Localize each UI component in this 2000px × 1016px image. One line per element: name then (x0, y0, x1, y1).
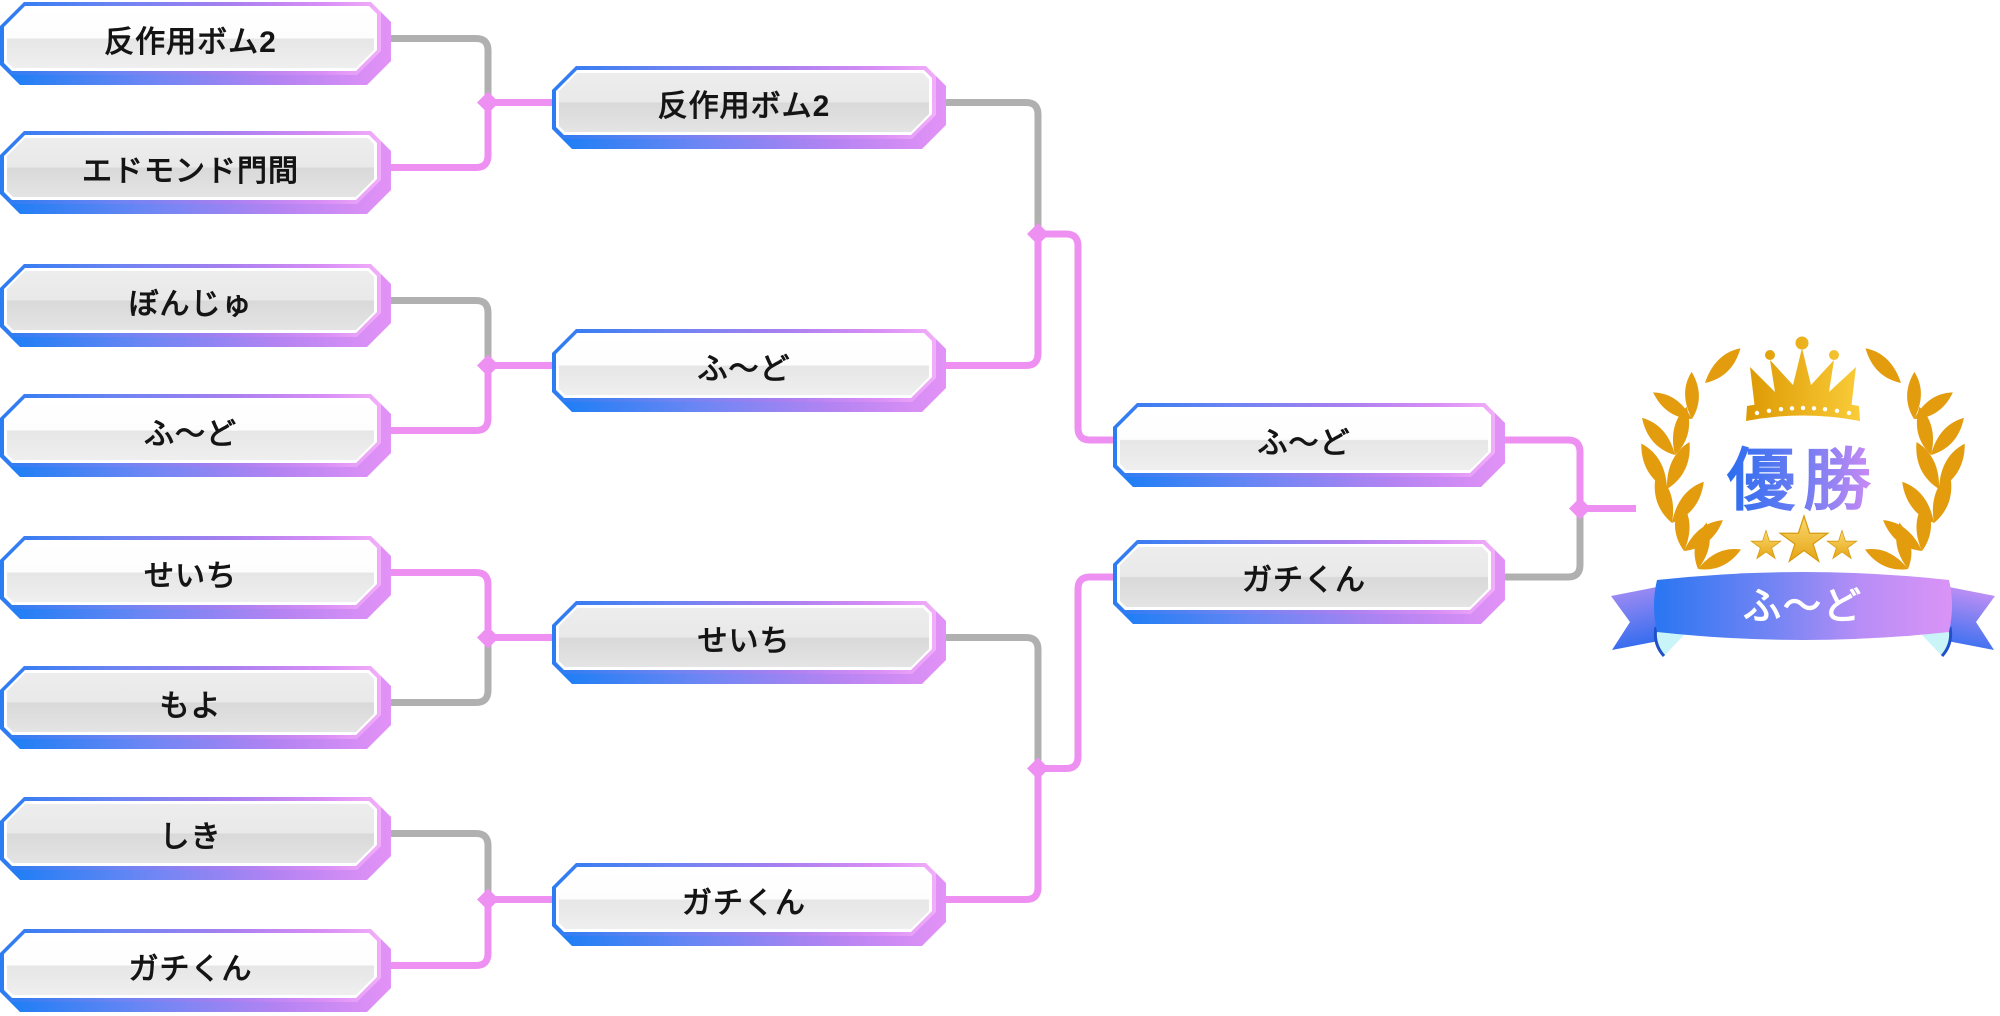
player-name: せいち (697, 624, 791, 658)
player-name: ふ〜ど (697, 352, 791, 386)
player-box-round1-4: ふ〜ど (0, 394, 381, 467)
player-box-round1-2: エドモンド門間 (0, 131, 381, 204)
player-box-round1-6: もよ (0, 666, 381, 739)
box-fill (559, 336, 929, 395)
box-fill (559, 608, 929, 667)
match3-winner-line (378, 569, 492, 638)
junction-node-icon (1027, 757, 1049, 780)
match1-loser-line (378, 35, 492, 103)
player-box-round1-5: せいち (0, 536, 381, 609)
box-fill (1120, 410, 1488, 470)
champion-badge: 優勝 ふ〜ど (1611, 336, 1995, 658)
player-box-round2-4: ガチくん (552, 863, 936, 936)
match3-loser-line (378, 637, 492, 706)
player-name: ガチくん (682, 886, 806, 920)
laurel-right-icon (1865, 341, 1965, 582)
winner-ribbon: ふ〜ど (1611, 572, 1995, 658)
player-box-round1-7: しき (0, 797, 381, 870)
junction-node-icon (477, 888, 499, 911)
player-box-round2-3: せいち (552, 601, 936, 674)
player-name: せいち (144, 559, 237, 593)
match2-loser-line (378, 297, 492, 366)
ribbon-fold-left-curl (1653, 626, 1666, 658)
match4-winner-line (378, 899, 492, 969)
player-name: エドモンド門間 (82, 154, 299, 188)
final-winner-line (1492, 436, 1584, 509)
player-name: もよ (159, 689, 222, 723)
ribbon-fold-left (1655, 627, 1684, 656)
box-fill (7, 804, 374, 863)
box-fill (7, 271, 374, 330)
player-name: 反作用ボム2 (657, 89, 831, 123)
junction-node-icon (477, 354, 499, 377)
match1-winner-line (378, 102, 492, 171)
player-box-round2-2: ふ〜ど (552, 329, 936, 402)
box-fill (7, 138, 374, 197)
box-fill (559, 73, 929, 132)
ribbon-fold-right-curl (1940, 626, 1953, 658)
semifinal2-loser-line (932, 634, 1042, 769)
junction-nodes (477, 91, 1591, 911)
semifinal2-advance-line (1038, 573, 1117, 772)
player-name: ガチくん (1242, 564, 1366, 597)
box-fill (1120, 547, 1488, 607)
player-box-round1-3: ぼんじゅ (0, 264, 381, 337)
box-fill (559, 870, 929, 929)
match2-winner-line (378, 365, 492, 434)
winner-name: ふ〜ど (1743, 586, 1863, 628)
player-box-final-1: ふ〜ど (1113, 403, 1495, 477)
ribbon-fold-right (1922, 627, 1951, 656)
player-box-round2-1: 反作用ボム2 (552, 66, 936, 139)
player-name: ぼんじゅ (128, 287, 253, 321)
box-fill (7, 936, 374, 995)
box-fill (7, 673, 374, 732)
player-name: ガチくん (128, 952, 253, 986)
stars-icon (1751, 516, 1856, 561)
semifinal1-winner-line (932, 234, 1042, 369)
champion-title: 優勝 (1726, 443, 1879, 519)
junction-node-icon (1027, 223, 1049, 245)
box-fill (7, 9, 374, 68)
box-fill (7, 543, 374, 602)
player-name: しき (159, 820, 222, 854)
crown-icon (1746, 336, 1860, 421)
semifinal2-winner-line (932, 768, 1042, 903)
ribbon-band (1654, 572, 1952, 640)
player-name: ふ〜ど (1257, 427, 1351, 460)
player-name: ふ〜ど (144, 417, 237, 451)
player-box-round1-8: ガチくん (0, 929, 381, 1002)
semifinal1-advance-line (1038, 230, 1117, 444)
match4-loser-line (378, 830, 492, 900)
player-box-round1-1: 反作用ボム2 (0, 2, 381, 75)
player-box-final-2: ガチくん (1113, 540, 1495, 614)
junction-node-icon (477, 626, 499, 649)
player-name: 反作用ボム2 (104, 25, 277, 59)
final-loser-line (1492, 508, 1584, 581)
junction-node-icon (477, 91, 499, 114)
box-fill (7, 401, 374, 460)
semifinal1-loser-line (932, 99, 1042, 234)
junction-node-icon (1569, 497, 1591, 520)
